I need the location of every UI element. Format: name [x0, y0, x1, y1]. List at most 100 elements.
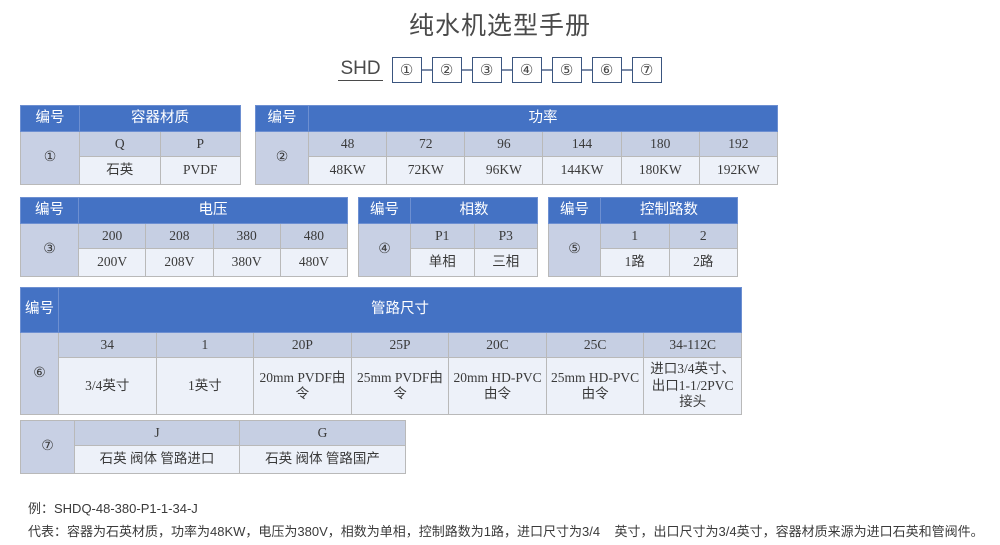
code-cell[interactable]: 180	[620, 131, 700, 157]
table-power: 编号 功率 ② 48 72 96 144 180 192 48KW 72KW 9…	[255, 105, 779, 185]
table-row: ④ P1 P3	[358, 223, 538, 277]
code-cell[interactable]: 96	[464, 131, 544, 157]
table-pipe-size: 编号 管路尺寸 ⑥ 34 1 20P 25P 20C 25C 34-112C 3…	[20, 287, 742, 415]
page-title: 纯水机选型手册	[408, 12, 591, 40]
diagram-connector-1	[421, 69, 432, 71]
code-cell[interactable]: 1	[600, 223, 670, 249]
table-title-header: 管路尺寸	[58, 287, 742, 333]
table-number-cell: ③	[20, 223, 79, 277]
diagram-box-4[interactable]: ④	[511, 57, 542, 83]
table-title-header: 相数	[410, 197, 538, 224]
code-cell[interactable]: 25P	[350, 332, 450, 358]
desc-cell: 1路	[600, 248, 670, 277]
table-origin: ⑦ J G 石英 阀体 管路进口 石英 阀体 管路国产	[20, 420, 406, 474]
table-title-header: 控制路数	[600, 197, 738, 224]
table-control-channels: 编号 控制路数 ⑤ 1 2 1路 2路	[548, 197, 738, 277]
table-title-header: 容器材质	[79, 105, 241, 132]
code-cell[interactable]: 34	[58, 332, 157, 358]
code-cell[interactable]: 2	[668, 223, 738, 249]
table-row: ⑦ J G	[20, 420, 406, 474]
code-cell[interactable]: 144	[542, 131, 622, 157]
col-header-number: 编号	[20, 105, 80, 132]
code-cell[interactable]: 34-112C	[643, 332, 742, 358]
code-cell[interactable]: P3	[473, 223, 538, 249]
table-row: ⑤ 1 2	[548, 223, 738, 277]
table-row: 编号 功率	[255, 105, 778, 132]
code-cell[interactable]: Q	[79, 131, 161, 157]
desc-cell: 2路	[668, 248, 738, 277]
desc-cell: 48KW	[307, 156, 388, 185]
table-number-cell: ⑦	[20, 420, 75, 474]
table-row: 石英 PVDF	[21, 156, 241, 185]
diagram-box-7[interactable]: ⑦	[631, 57, 662, 83]
table-row: 3/4英寸 1英寸 20mm PVDF由令 25mm PVDF由令 20mm H…	[21, 357, 742, 415]
desc-cell: PVDF	[159, 156, 241, 185]
table-row: 编号 电压	[20, 197, 348, 224]
desc-cell: 石英 阀体 管路国产	[239, 445, 406, 474]
col-header-number: 编号	[548, 197, 601, 224]
code-cell[interactable]: 208	[145, 223, 214, 249]
diagram-box-6[interactable]: ⑥	[591, 57, 622, 83]
table-row: 200V 208V 380V 480V	[21, 248, 349, 277]
table-row: 编号 控制路数	[548, 197, 738, 224]
code-cell[interactable]: P	[159, 131, 241, 157]
desc-cell: 三相	[473, 248, 538, 277]
code-cell[interactable]: 48	[307, 131, 388, 157]
desc-cell: 单相	[410, 248, 475, 277]
code-cell[interactable]: 25C	[545, 332, 645, 358]
col-header-number: 编号	[20, 287, 59, 333]
code-cell[interactable]: 200	[77, 223, 147, 249]
desc-cell: 进口3/4英寸、出口1-1/2PVC接头	[643, 357, 742, 415]
desc-cell: 380V	[212, 248, 281, 277]
table-number-cell: ④	[358, 223, 411, 277]
code-cell[interactable]: 480	[279, 223, 349, 249]
model-code-diagram: SHD ① ② ③ ④ ⑤ ⑥ ⑦	[0, 57, 1000, 83]
code-cell[interactable]: J	[74, 420, 240, 446]
table-voltage: 编号 电压 ③ 200 208 380 480 200V 208V 380V 4…	[20, 197, 349, 277]
desc-cell: 96KW	[464, 156, 544, 185]
code-cell[interactable]: 20C	[448, 332, 547, 358]
model-prefix-label: SHD	[338, 58, 383, 81]
diagram-box-5[interactable]: ⑤	[551, 57, 582, 83]
diagram-connector-3	[501, 69, 512, 71]
table-number-cell: ①	[20, 131, 80, 185]
desc-cell: 20mm HD-PVC由令	[448, 357, 547, 415]
desc-cell: 208V	[145, 248, 214, 277]
code-cell[interactable]: 1	[155, 332, 255, 358]
diagram-connector-2	[461, 69, 472, 71]
code-cell[interactable]: 380	[212, 223, 281, 249]
code-cell[interactable]: 72	[386, 131, 466, 157]
col-header-number: 编号	[358, 197, 411, 224]
table-row: ① Q P	[20, 131, 241, 185]
desc-cell: 25mm PVDF由令	[350, 357, 450, 415]
desc-cell: 3/4英寸	[58, 357, 157, 415]
code-cell[interactable]: 192	[698, 131, 779, 157]
diagram-box-2[interactable]: ②	[431, 57, 462, 83]
code-cell[interactable]: 20P	[253, 332, 352, 358]
table-row: 单相 三相	[359, 248, 538, 277]
desc-cell: 石英 阀体 管路进口	[74, 445, 240, 474]
table-number-cell: ⑥	[20, 332, 59, 415]
desc-cell: 72KW	[386, 156, 466, 185]
table-row: 1路 2路	[549, 248, 738, 277]
table-row: ⑥ 34 1 20P 25P 20C 25C 34-112C	[20, 332, 742, 415]
code-cell[interactable]: G	[239, 420, 406, 446]
diagram-box-1[interactable]: ①	[391, 57, 422, 83]
note-meaning: 代表：容器为石英材质，功率为48KW，电压为380V，相数为单相，控制路数为1路…	[28, 524, 984, 539]
desc-cell: 200V	[77, 248, 147, 277]
table-row: 48KW 72KW 96KW 144KW 180KW 192KW	[256, 156, 779, 185]
diagram-connector-6	[621, 69, 632, 71]
desc-cell: 480V	[279, 248, 349, 277]
table-number-cell: ②	[255, 131, 309, 185]
table-container-material: 编号 容器材质 ① Q P 石英 PVDF	[20, 105, 241, 185]
table-row: 编号 相数	[358, 197, 538, 224]
note-example: 例：SHDQ-48-380-P1-1-34-J	[28, 501, 198, 516]
desc-cell: 192KW	[698, 156, 779, 185]
code-cell[interactable]: P1	[410, 223, 475, 249]
desc-cell: 石英	[79, 156, 161, 185]
table-title-header: 功率	[308, 105, 778, 132]
table-row: 编号 容器材质	[20, 105, 241, 132]
diagram-box-3[interactable]: ③	[471, 57, 502, 83]
diagram-connector-5	[581, 69, 592, 71]
table-row: ② 48 72 96 144 180 192	[255, 131, 779, 185]
